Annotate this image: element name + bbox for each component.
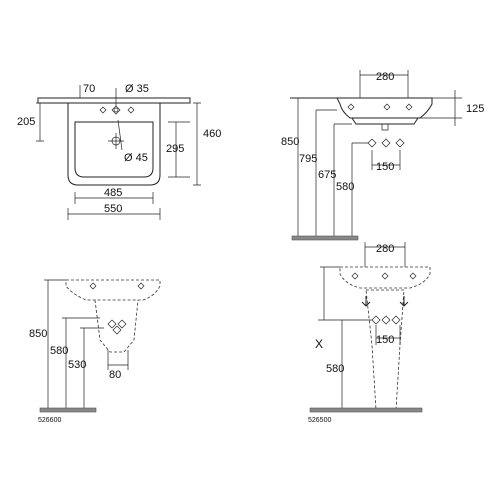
dim-hole-diameter: Ø 35 [125,83,149,95]
dim-485-line [74,192,154,204]
dim-80-line [107,350,129,370]
dim-280: 280 [376,243,394,255]
dim-drain-diameter: Ø 45 [124,152,148,164]
tap-markers [89,282,145,290]
dim-485: 485 [104,187,122,199]
dim-295-line [168,121,190,178]
dim-795: 795 [299,153,317,165]
basin-front [339,266,431,289]
dim-530: 530 [68,359,86,371]
arrow-right-icon [399,296,409,307]
basin-outline [67,102,161,186]
dim-150: 150 [376,161,394,173]
basin-side [65,279,161,301]
dim-580-line [351,142,368,238]
front-wall-view: 280 125 850 795 675 580 150 [281,70,484,241]
dim-580: 580 [50,345,68,357]
dim-280: 280 [376,71,394,83]
top-plan-view: 70 Ø 35 205 460 295 Ø 45 485 550 [17,83,221,220]
arrow-left-icon [361,296,371,307]
basin-front [336,97,433,119]
dim-280-line [364,242,406,267]
product-code: 526600 [38,417,61,424]
dim-150-line [371,150,401,170]
semi-pedestal [94,299,139,353]
wall-edge [37,97,191,104]
dim-460-line [193,102,201,186]
supply-markers [371,315,401,325]
front-pedestal-view: 280 150 X 580 526500 [308,242,431,424]
dim-850-line [44,279,66,410]
dim-80: 80 [109,369,121,381]
basin-bottom [351,117,419,125]
dim-580-line [318,319,372,410]
dim-550-line [67,208,161,220]
dim-drain-leader [117,119,123,151]
product-code: 526500 [308,417,331,424]
drain-marker [108,133,124,149]
dim-580-line [62,317,100,410]
tap-markers [351,272,417,280]
dim-150-line [375,325,401,345]
dim-295: 295 [166,143,184,155]
dim-460: 460 [203,128,221,140]
dim-580: 580 [336,181,354,193]
side-semi-pedestal-view: 850 580 530 80 526600 [29,279,161,424]
dim-675-line [333,123,352,238]
tap-markers [347,103,413,111]
dim-205: 205 [17,116,35,128]
dim-x-line [320,266,340,320]
dim-530-line [80,327,104,410]
waste-outlet [381,124,389,131]
dim-850: 850 [281,136,299,148]
dim-795-line [315,109,337,238]
supply-markers [367,138,405,148]
dim-850: 850 [29,328,47,340]
pedestal [365,289,405,411]
dim-70: 70 [83,83,95,95]
dim-125: 125 [466,103,484,115]
dim-205-line [36,102,44,142]
dim-150: 150 [376,334,394,346]
floor-line [309,407,423,413]
dim-x: X [315,337,323,351]
dim-280-line [359,70,409,98]
dim-550: 550 [104,203,122,215]
supply-markers [107,319,127,335]
tap-hole-markers [99,105,135,115]
floor-line [291,235,359,241]
dim-580: 580 [326,363,344,375]
dim-125-line [420,90,462,126]
floor-line [39,407,97,413]
basin-bowl [74,121,154,178]
dim-675: 675 [318,169,336,181]
